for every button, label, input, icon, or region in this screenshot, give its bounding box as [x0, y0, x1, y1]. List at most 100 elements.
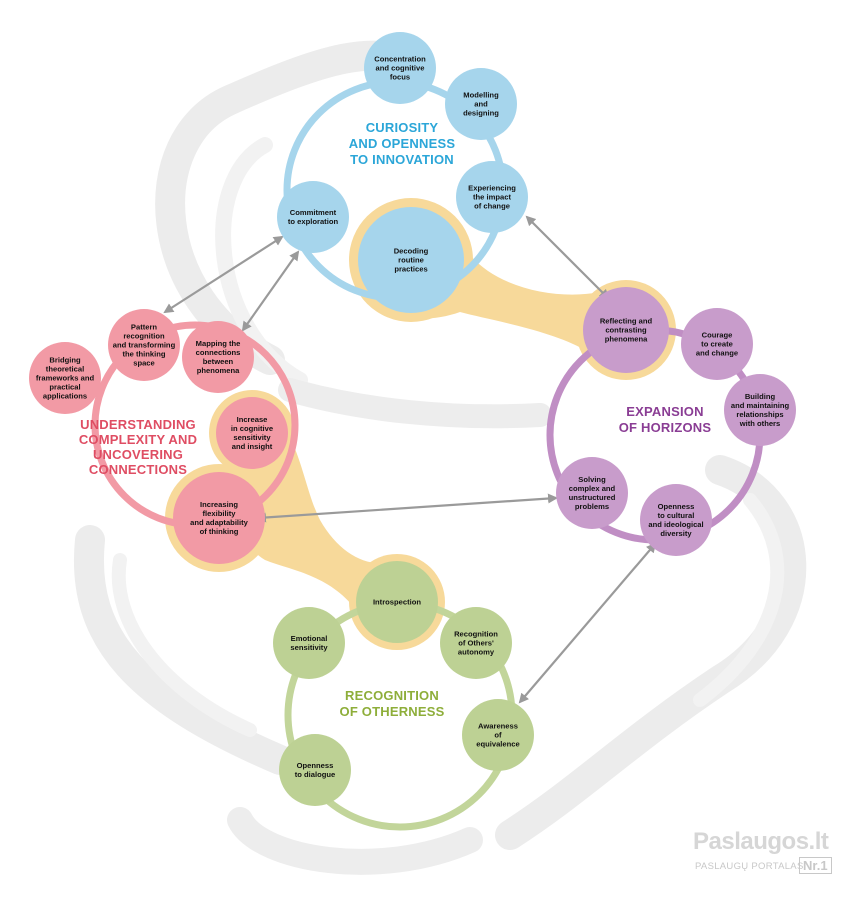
node-label-line: Commitment [290, 208, 337, 217]
node-label-line: and change [696, 349, 738, 358]
node-label-line: of Others' [458, 639, 494, 648]
node-label-line: problems [575, 502, 609, 511]
node-circle-decoding [358, 207, 464, 313]
node-label-line: and adaptability [190, 518, 249, 527]
node-label-line: Increase [237, 415, 268, 424]
arrow-commitment-mapping [241, 250, 300, 332]
node-label-line: to exploration [288, 217, 339, 226]
node-label-line: equivalence [476, 740, 519, 749]
node-label-line: of thinking [200, 527, 239, 536]
node-label-line: practical [49, 383, 80, 392]
background-swooshes [74, 40, 807, 875]
node-circle-bridging [29, 342, 101, 414]
node-label-line: Reflecting and [600, 317, 653, 326]
node-label-line: Pattern [131, 323, 158, 332]
title-line: RECOGNITION [345, 688, 439, 703]
swoosh-middle [278, 378, 552, 429]
title-line: OF HORIZONS [619, 420, 712, 435]
node-circle-experiencing [456, 161, 528, 233]
watermark-subtitle: PASLAUGŲ PORTALAS [695, 861, 804, 872]
node-label-line: Decoding [394, 247, 429, 256]
node-label-line: Recognition [454, 630, 498, 639]
node-label-line: and transforming [113, 341, 176, 350]
node-label-line: contrasting [605, 326, 647, 335]
arrow-openness-awareness [518, 542, 657, 704]
node-circle-concentration [364, 32, 436, 104]
node-label-line: Introspection [373, 598, 421, 607]
title-line: CURIOSITY [366, 120, 439, 135]
node-label-line: with others [739, 419, 781, 428]
node-label-line: Experiencing [468, 184, 516, 193]
node-circle-building [724, 374, 796, 446]
node-label-line: phenomena [197, 366, 240, 375]
node-label-line: to create [701, 340, 733, 349]
node-circle-openness-cultural [640, 484, 712, 556]
node-circle-awareness [462, 699, 534, 771]
node-label-line: diversity [660, 529, 692, 538]
node-label-line: sensitivity [290, 643, 328, 652]
watermark-badge: Nr.1 [799, 857, 832, 874]
node-circle-commitment [277, 181, 349, 253]
node-circle-increase-sensitivity [216, 397, 288, 469]
node-label-line: space [133, 359, 155, 368]
node-label-line: Openness [658, 502, 695, 511]
watermark: Paslaugos.lt PASLAUGŲ PORTALAS Nr.1 [693, 828, 833, 880]
node-label-line: phenomena [605, 335, 648, 344]
node-circle-pattern [108, 309, 180, 381]
node-label-line: flexibility [203, 509, 237, 518]
node-circle-increasing-flexibility [173, 472, 265, 564]
node-label-line: Courage [702, 331, 733, 340]
node-label-line: in cognitive [231, 424, 273, 433]
node-label-line: complex and [569, 484, 616, 493]
node-label-line: and [474, 100, 488, 109]
node-label-line: autonomy [458, 648, 495, 657]
node-label-line: Mapping the [196, 339, 241, 348]
node-label-line: focus [390, 73, 410, 82]
node-label-line: recognition [123, 332, 165, 341]
node-label-line: practices [394, 265, 427, 274]
node-label-line: Openness [297, 761, 334, 770]
node-circle-openness-dialogue [279, 734, 351, 806]
swoosh-right-inner [693, 493, 785, 707]
node-label-introspection: Introspection [373, 598, 421, 607]
node-label-line: to cultural [658, 511, 695, 520]
node-label-line: Solving [578, 475, 606, 484]
node-circle-courage [681, 308, 753, 380]
title-line: CONNECTIONS [89, 462, 187, 477]
node-label-line: Building [745, 392, 776, 401]
node-label-line: frameworks and [36, 374, 95, 383]
node-label-line: the thinking [122, 350, 165, 359]
node-label-line: designing [463, 109, 499, 118]
node-label-line: and insight [232, 442, 273, 451]
title-line: AND OPENNESS [349, 136, 456, 151]
node-label-line: the impact [473, 193, 511, 202]
